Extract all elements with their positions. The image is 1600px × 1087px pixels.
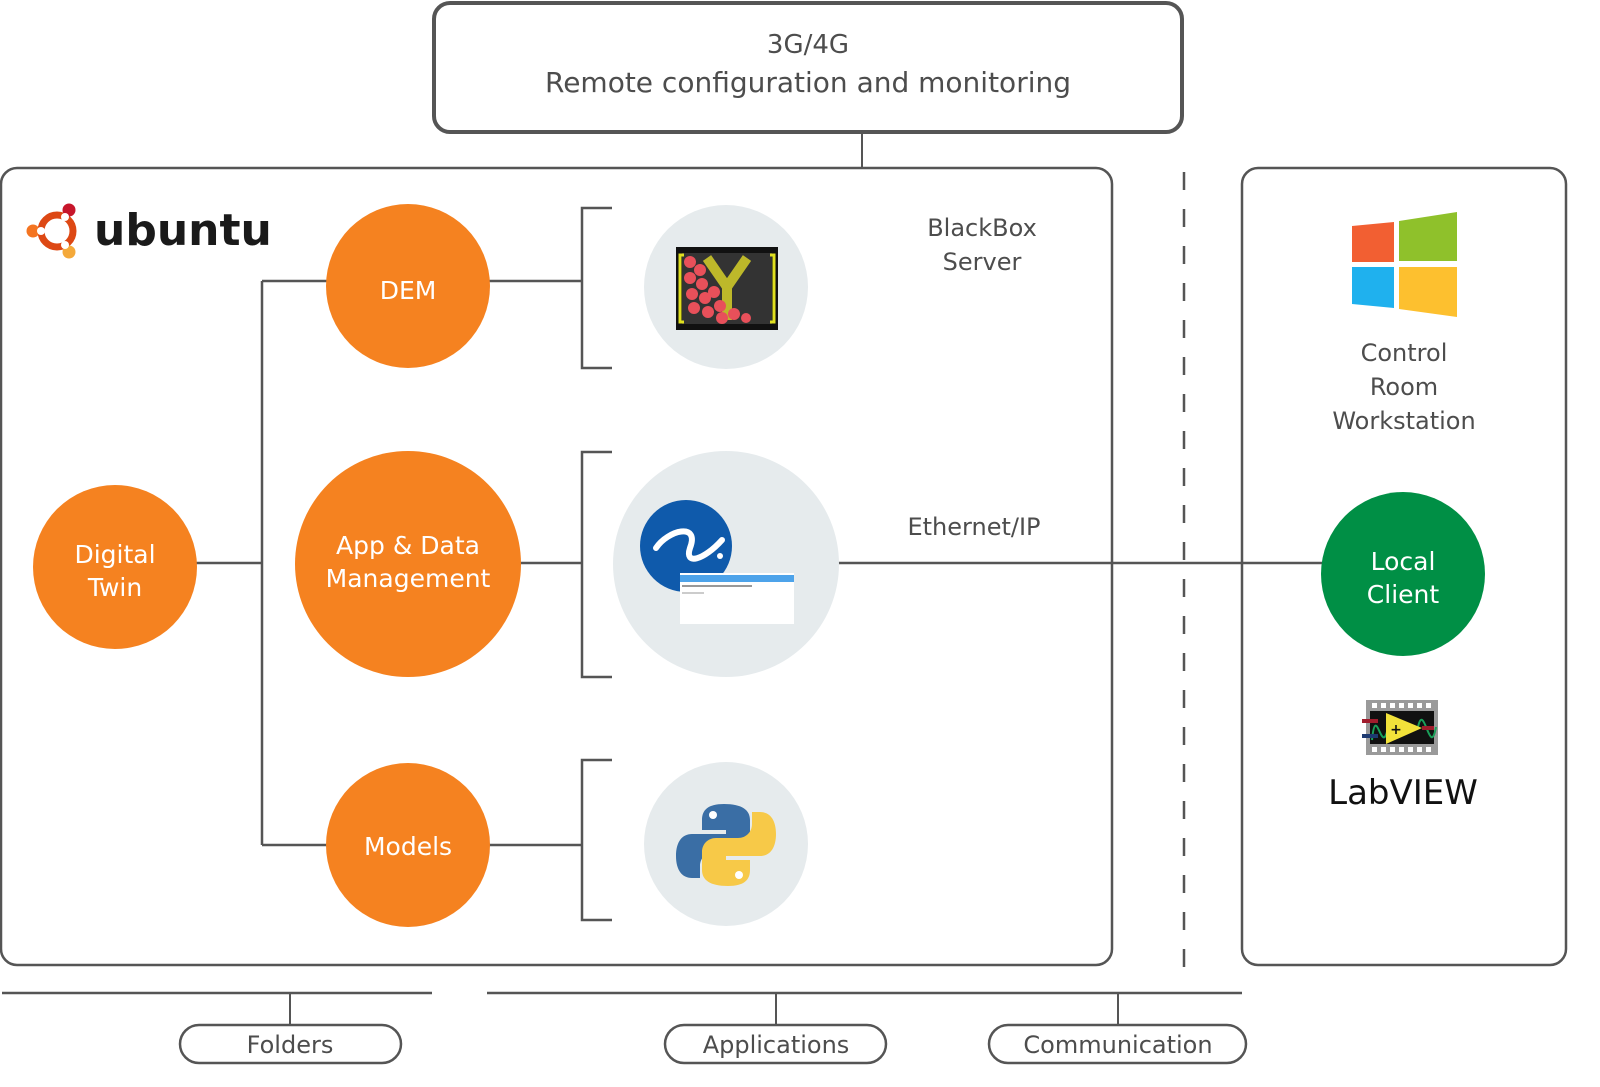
local-client-label-1: Local [1371, 547, 1436, 576]
remote-config-description: Remote configuration and monitoring [545, 66, 1071, 99]
node-digital-twin-label-1: Digital [74, 540, 155, 569]
node-models[interactable]: Models [326, 763, 490, 927]
node-app-data-label-2: Management [326, 564, 491, 593]
labview-icon: + [1362, 700, 1438, 755]
legend-applications[interactable]: Applications [663, 1023, 888, 1065]
workstation-label-1: Control [1361, 339, 1448, 367]
svg-text:+: + [1390, 722, 1402, 738]
workstation-label-2: Room [1370, 373, 1438, 401]
blackbox-app-icon [613, 451, 839, 677]
blackbox-server-label-2: Server [943, 248, 1022, 276]
node-local-client[interactable]: Local Client [1321, 492, 1485, 656]
workstation-label-3: Workstation [1332, 407, 1475, 435]
remote-config-network-label: 3G/4G [767, 30, 849, 60]
labview-label: LabVIEW [1328, 773, 1478, 813]
legend-communication-label: Communication [1023, 1031, 1212, 1059]
ubuntu-logo-icon [26, 203, 77, 259]
node-app-data-management[interactable]: App & Data Management [295, 451, 521, 677]
bracket-app-data [580, 450, 612, 679]
remote-config-box [432, 1, 1184, 134]
blackbox-server-label-1: BlackBox [927, 214, 1037, 242]
node-dem[interactable]: DEM [326, 204, 490, 368]
local-client-label-2: Client [1367, 580, 1440, 609]
node-app-data-label-1: App & Data [336, 531, 480, 560]
ethernet-ip-label: Ethernet/IP [907, 513, 1040, 541]
bracket-models [580, 758, 612, 922]
windows-logo-icon [1352, 212, 1457, 317]
legend-communication[interactable]: Communication [987, 1023, 1248, 1065]
ubuntu-wordmark: ubuntu [94, 205, 272, 256]
node-digital-twin[interactable]: Digital Twin [33, 485, 197, 649]
legend-applications-label: Applications [703, 1031, 850, 1059]
legend-folders[interactable]: Folders [178, 1023, 403, 1065]
node-dem-label: DEM [380, 276, 437, 305]
ubuntu-server-panel [0, 166, 1114, 967]
python-icon [644, 762, 808, 926]
bracket-dem [580, 206, 612, 370]
node-models-label: Models [364, 832, 452, 861]
yade-dem-icon [644, 205, 808, 369]
node-digital-twin-label-2: Twin [87, 573, 142, 602]
legend-folders-label: Folders [247, 1031, 334, 1059]
